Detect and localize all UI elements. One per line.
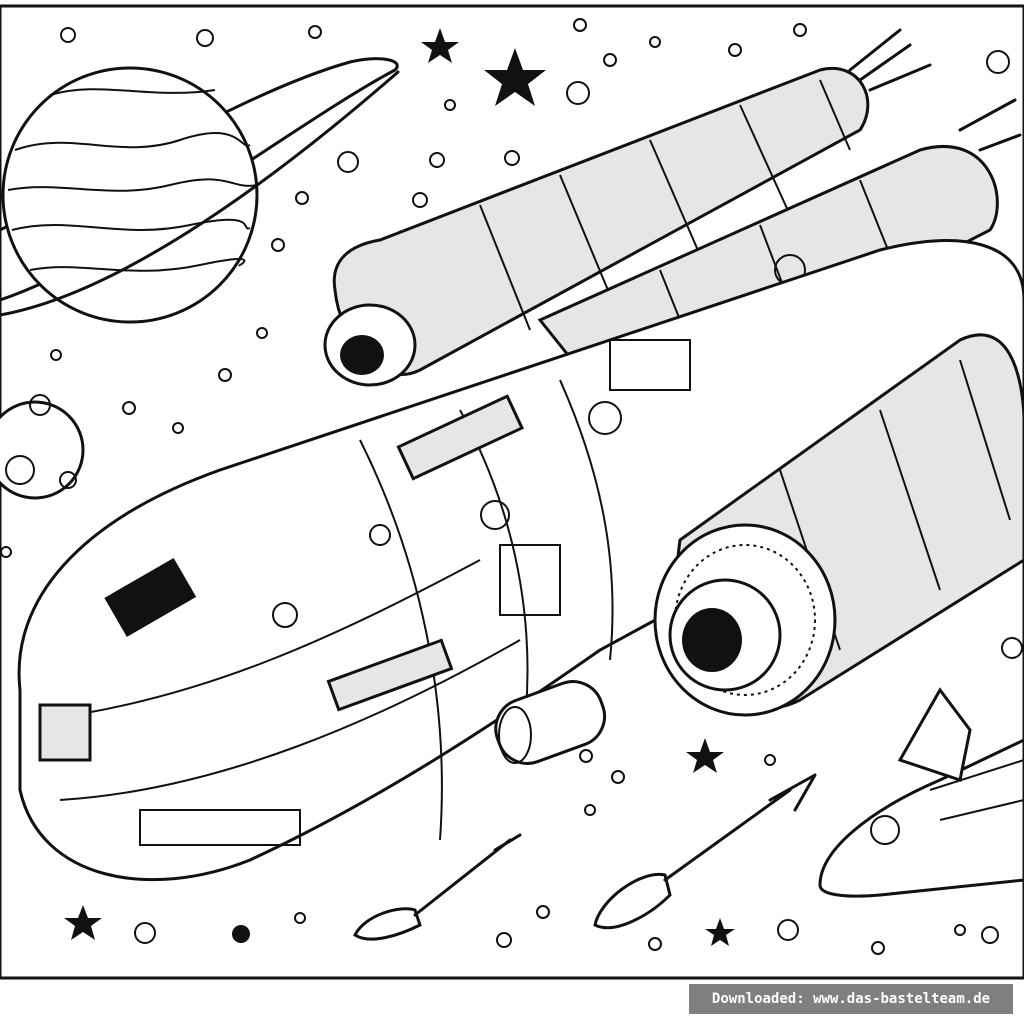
lower-engine bbox=[653, 333, 1024, 717]
space-dots bbox=[0, 18, 1023, 955]
small-moon bbox=[0, 394, 85, 500]
page-frame bbox=[0, 4, 1024, 980]
small-missile-right bbox=[593, 773, 817, 930]
main-hull bbox=[17, 239, 1024, 882]
small-missile-left bbox=[353, 833, 522, 941]
ringed-planet bbox=[0, 57, 400, 324]
filled-dot bbox=[232, 925, 250, 943]
upper-booster bbox=[323, 28, 932, 387]
side-pod bbox=[494, 680, 607, 765]
download-watermark: Downloaded: www.das-bastelteam.de bbox=[689, 984, 1013, 1014]
stars bbox=[64, 28, 735, 946]
small-shuttle bbox=[818, 687, 1024, 898]
